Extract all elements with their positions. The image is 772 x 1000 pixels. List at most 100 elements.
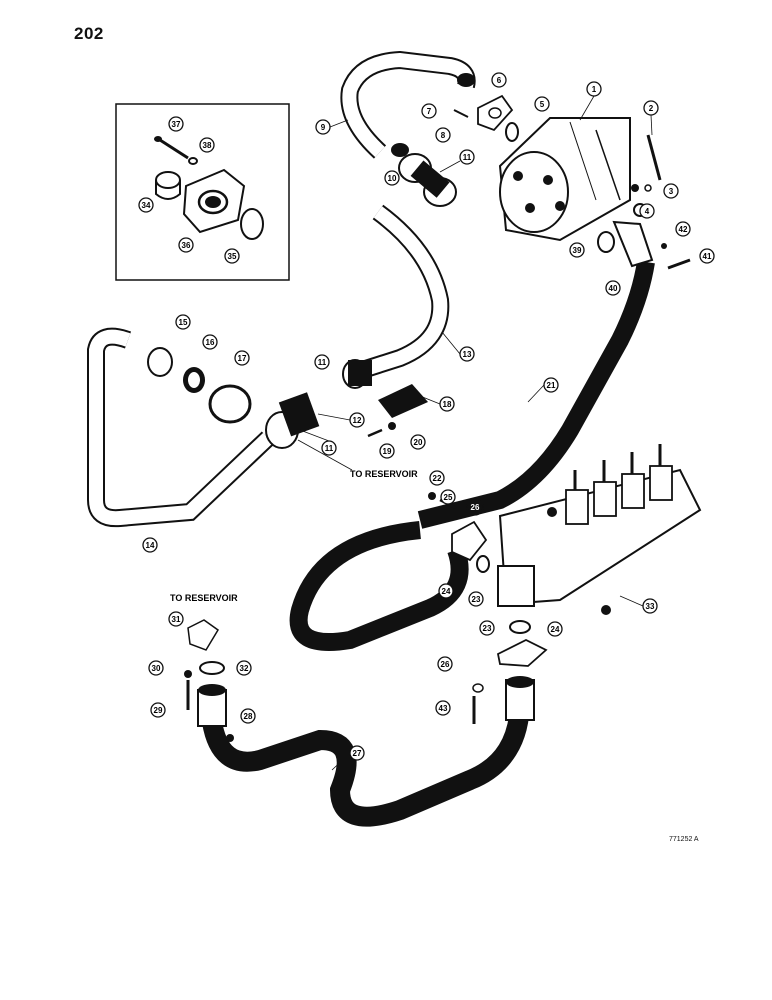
pump-1 [498,117,662,242]
hose-27 [202,676,535,827]
callout-8: 8 [435,127,451,143]
callout-35: 35 [224,248,240,264]
callout-9: 9 [315,119,331,135]
callout-1: 1 [586,81,602,97]
callout-6: 6 [491,72,507,88]
callout-27: 27 [349,745,365,761]
callout-2-label: 2 [649,104,654,113]
callout-23b-label: 23 [483,624,492,633]
figure-code: 771252 A [669,836,699,843]
callout-14: 14 [142,537,158,553]
callout-41-label: 41 [703,252,712,261]
callout-14-label: 14 [146,541,155,550]
callout-24a-label: 24 [442,587,451,596]
callout-34: 34 [138,197,154,213]
callout-12: 12 [349,412,365,428]
flange-40-parts [597,203,691,270]
callout-13: 13 [459,346,475,362]
bracket-18 [367,384,428,438]
callout-12-label: 12 [353,416,362,425]
callout-39-label: 39 [573,246,582,255]
callout-26a: 26 [466,498,484,516]
callout-1-label: 1 [592,85,597,94]
callout-4: 4 [639,203,655,219]
callout-40: 40 [605,280,621,296]
reservoir-fitting [184,619,234,742]
callout-17: 17 [234,350,250,366]
callout-36: 36 [178,237,194,253]
callout-5: 5 [534,96,550,112]
callout-33-label: 33 [646,602,655,611]
callout-41: 41 [699,248,715,264]
callout-19: 19 [379,443,395,459]
leader-lines [297,95,653,771]
callout-32: 32 [236,660,252,676]
callout-11a: 11 [459,149,475,165]
callout-31-label: 31 [172,615,181,624]
adapter-12 [265,359,372,449]
callout-11c-label: 11 [325,444,334,453]
seals-15-16-17 [147,347,252,424]
callout-9-label: 9 [321,123,326,132]
page-number: 202 [74,24,104,43]
callout-27-label: 27 [353,749,362,758]
callout-26b: 26 [437,656,453,672]
callout-34-label: 34 [142,201,151,210]
callout-15-label: 15 [179,318,188,327]
callout-33: 33 [642,598,658,614]
callout-21-label: 21 [547,381,556,390]
reservoir-label-lower: TO RESERVOIR [170,593,238,603]
callout-16-label: 16 [206,338,215,347]
callout-25-label: 25 [444,493,453,502]
callout-35-label: 35 [228,252,237,261]
callout-28: 28 [240,708,256,724]
callout-20: 20 [410,434,426,450]
connector-11-top [398,153,457,207]
callout-19-label: 19 [383,447,392,456]
callout-5-label: 5 [540,100,545,109]
callout-2: 2 [643,100,659,116]
callout-38: 38 [199,137,215,153]
callout-42: 42 [675,221,691,237]
callout-39: 39 [569,242,585,258]
callout-11b-label: 11 [318,358,327,367]
inset-box [115,103,290,281]
callout-4-label: 4 [645,207,650,216]
callout-3-label: 3 [669,187,674,196]
callout-24a: 24 [438,583,454,599]
callout-38-label: 38 [203,141,212,150]
callout-11a-label: 11 [463,153,472,162]
tube-9 [340,50,476,159]
tube-13 [347,204,450,383]
callout-18: 18 [439,396,455,412]
callout-23a-label: 23 [472,595,481,604]
callout-8-label: 8 [441,131,446,140]
callout-22-label: 22 [433,474,442,483]
callout-21: 21 [543,377,559,393]
callout-10: 10 [384,170,400,186]
callout-40-label: 40 [609,284,618,293]
tube-14 [87,327,275,528]
callout-7-label: 7 [427,107,432,116]
callout-7: 7 [421,103,437,119]
callout-25: 25 [440,489,456,505]
callout-13-label: 13 [463,350,472,359]
callout-43: 43 [435,700,451,716]
callout-24b: 24 [547,621,563,637]
callout-37: 37 [168,116,184,132]
callout-10-label: 10 [388,174,397,183]
callout-22: 22 [429,470,445,486]
callout-24b-label: 24 [551,625,560,634]
callout-42-label: 42 [679,225,688,234]
callout-15: 15 [175,314,191,330]
callout-6-label: 6 [497,76,502,85]
callout-20-label: 20 [414,438,423,447]
callout-26a-label: 26 [471,503,480,512]
callout-29: 29 [150,702,166,718]
callout-28-label: 28 [244,712,253,721]
callout-18-label: 18 [443,400,452,409]
callout-43-label: 43 [439,704,448,713]
callout-30: 30 [148,660,164,676]
callout-29-label: 29 [154,706,163,715]
